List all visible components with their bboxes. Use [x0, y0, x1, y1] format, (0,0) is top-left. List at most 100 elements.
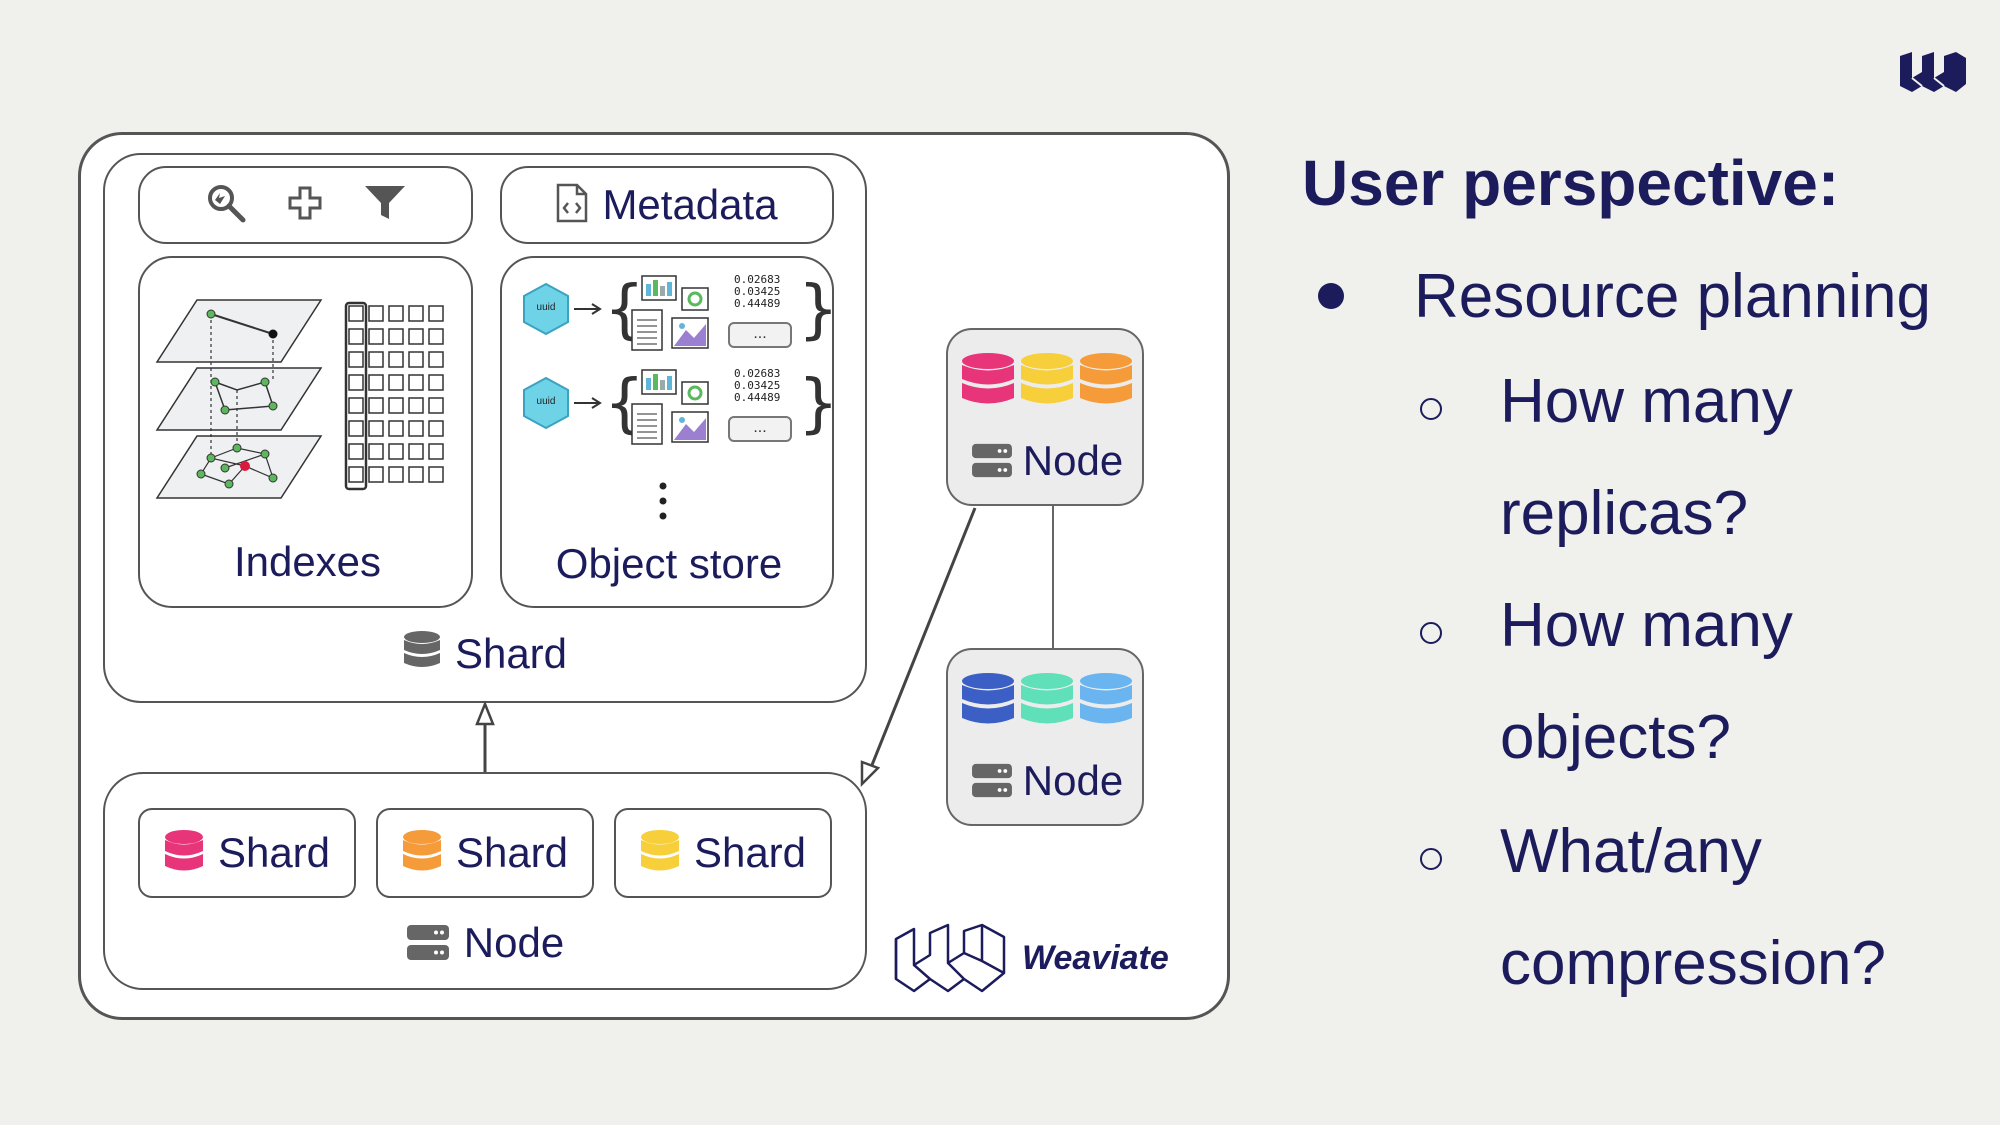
weaviate-brand: Weaviate	[892, 918, 1192, 998]
metadata-box: Metadata	[500, 166, 834, 244]
index-cell	[408, 351, 424, 368]
index-cell	[428, 443, 444, 460]
sub-bullet-line: objects?	[1500, 703, 1731, 772]
vector-values: 0.02683 0.03425 0.44489	[734, 274, 780, 310]
arrow-right-icon	[574, 303, 602, 315]
index-cell	[368, 328, 384, 345]
close-brace-icon: }	[798, 273, 839, 347]
index-cell	[368, 420, 384, 437]
index-cell	[368, 443, 384, 460]
add-icon	[287, 185, 323, 226]
index-cell	[348, 374, 364, 391]
index-cell	[348, 397, 364, 414]
node-connector-line	[1052, 504, 1054, 650]
database-icon	[403, 630, 441, 679]
yellow-database-icon	[640, 830, 679, 871]
sub-bullet-line: How many	[1500, 367, 1793, 436]
orange-database-icon	[402, 830, 441, 871]
index-cell	[348, 466, 364, 483]
index-cell	[368, 305, 384, 322]
index-cell	[388, 420, 404, 437]
vector-value: 0.03425	[734, 285, 781, 298]
index-cell	[368, 466, 384, 483]
sub-bullet-line: replicas?	[1500, 479, 1749, 548]
indexes-box: Indexes	[138, 256, 473, 608]
index-cell	[408, 374, 424, 391]
circle-bullet-icon	[1420, 398, 1442, 420]
index-cell	[408, 466, 424, 483]
index-cell	[428, 374, 444, 391]
object-properties-icon	[631, 369, 709, 445]
databases-icon	[962, 673, 1132, 724]
sub-bullet-line: compression?	[1500, 929, 1886, 998]
cluster-node-caption: Node	[948, 756, 1146, 806]
index-cell	[408, 397, 424, 414]
indexes-label: Indexes	[233, 538, 382, 585]
index-cell	[348, 305, 364, 322]
vector-value: 0.44489	[734, 297, 781, 310]
index-cell	[348, 443, 364, 460]
more-properties-box: ...	[728, 416, 792, 442]
cluster-node-1: Node	[946, 328, 1144, 506]
node-label: Node	[1022, 757, 1124, 804]
server-icon	[406, 925, 449, 960]
index-cell	[388, 466, 404, 483]
sub-bullet-line: How many	[1500, 591, 1793, 660]
node-panel-caption: Node	[103, 915, 867, 971]
hnsw-layers-icon	[155, 299, 323, 499]
cluster-node-caption: Node	[948, 436, 1146, 486]
circle-bullet-icon	[1420, 622, 1442, 644]
uuid-hexagon-icon	[523, 282, 569, 336]
index-cell	[428, 305, 444, 322]
vector-value: 0.02683	[734, 367, 781, 380]
shard-chip-label: Shard	[455, 829, 569, 876]
index-cell	[368, 351, 384, 368]
index-cell	[348, 420, 364, 437]
bullet-text: Resource planning	[1414, 261, 1932, 331]
pink-database-icon	[164, 830, 203, 871]
search-icon	[205, 182, 247, 229]
weaviate-logo-icon	[1898, 50, 1968, 94]
circle-bullet-icon	[1420, 848, 1442, 870]
index-cell	[388, 374, 404, 391]
weaviate-wordmark: Weaviate	[1022, 938, 1169, 977]
index-cell	[388, 351, 404, 368]
vector-values: 0.02683 0.03425 0.44489	[734, 368, 780, 404]
metadata-label: Metadata	[602, 181, 778, 228]
node-label: Node	[1022, 437, 1124, 484]
object-entry: uuid { 0.02683 0.03425 0.44489 ... }	[522, 272, 839, 352]
uuid-hexagon-icon	[523, 376, 569, 430]
index-cell	[408, 305, 424, 322]
index-cell	[408, 328, 424, 345]
node-label: Node	[463, 919, 565, 966]
object-properties-icon	[631, 275, 709, 351]
slide-title: User perspective:	[1302, 147, 1840, 219]
object-store-label: Object store	[555, 540, 783, 587]
index-cell	[408, 420, 424, 437]
sub-bullet-line: What/any	[1500, 817, 1762, 886]
bullet-dot-icon	[1318, 283, 1344, 309]
shard-label: Shard	[454, 630, 568, 677]
uuid-tag: uuid	[536, 302, 556, 313]
cluster-node-2: Node	[946, 648, 1144, 826]
inverted-index-grid-icon	[344, 301, 444, 491]
filter-icon	[363, 183, 407, 228]
index-cell	[388, 397, 404, 414]
index-cell	[428, 466, 444, 483]
server-icon	[971, 443, 1012, 478]
code-file-icon	[556, 183, 588, 228]
index-cell	[388, 328, 404, 345]
shard-chip-yellow: Shard	[614, 808, 832, 898]
bullet-main: Resource planning	[1318, 256, 1931, 336]
index-cell	[368, 374, 384, 391]
index-cell	[408, 443, 424, 460]
weaviate-outline-logo-icon	[894, 923, 1006, 993]
vector-value: 0.44489	[734, 391, 781, 404]
arrow-right-icon	[574, 397, 602, 409]
databases-icon	[962, 353, 1132, 404]
shard-chip-pink: Shard	[138, 808, 356, 898]
server-icon	[971, 763, 1012, 798]
shard-chip-label: Shard	[217, 829, 331, 876]
shard-chip-label: Shard	[693, 829, 807, 876]
index-cell	[428, 351, 444, 368]
